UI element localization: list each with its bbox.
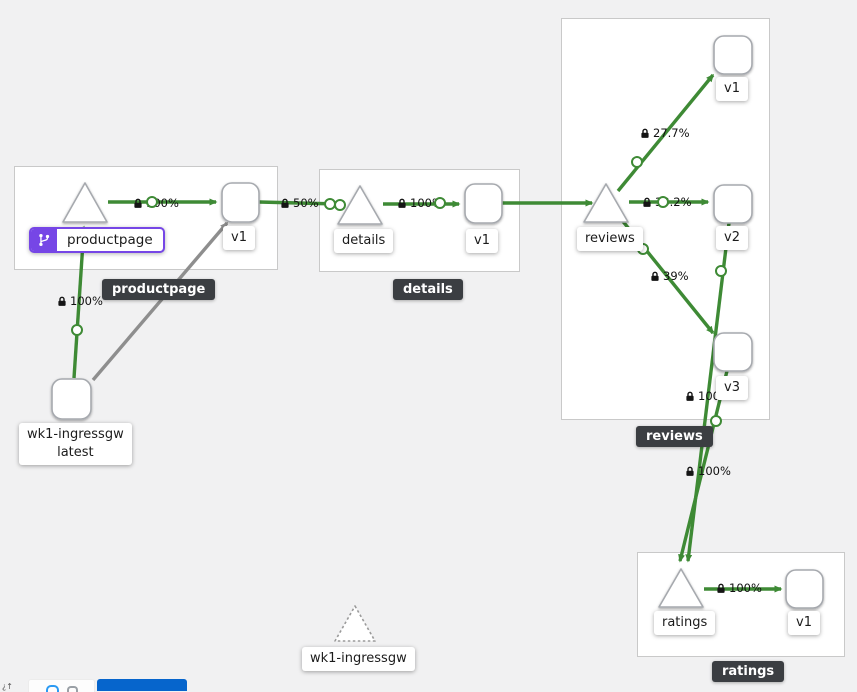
node-label-text: productpage [67, 232, 153, 248]
cut-off-corner-icon: ¿↑ [2, 682, 13, 691]
node-label-idle-gw-label[interactable]: wk1-ingressgw [302, 647, 415, 672]
app-box-badge-details[interactable]: details [393, 279, 463, 300]
service-node-ratings-service[interactable] [658, 568, 704, 608]
edge-label-lbl-pp-v1[interactable]: 100% [133, 196, 179, 210]
edge-percentage: 27.7% [653, 126, 690, 140]
mtls-lock-icon [686, 466, 694, 476]
edge-label-lbl-v2-ratings[interactable]: 100% [685, 464, 731, 478]
mtls-lock-icon [686, 391, 694, 401]
edge-percentage: 100% [146, 196, 179, 210]
edge-percentage: 100% [410, 196, 443, 210]
edge-label-lbl-details-v1[interactable]: 100% [397, 196, 443, 210]
node-label-rv-v2-label[interactable]: v2 [716, 226, 748, 251]
service-node-reviews-service[interactable] [583, 183, 629, 223]
node-label-details-label[interactable]: details [334, 229, 394, 254]
edge-percentage: 50% [293, 196, 319, 210]
edge-percentage: 33.2% [655, 195, 692, 209]
edge-label-lbl-reviews-v2[interactable]: 33.2% [642, 195, 692, 209]
workload-node-details-v1[interactable] [464, 183, 503, 224]
service-node-wk1-ingressgw-idle[interactable] [334, 605, 376, 642]
app-box-badge-ratings[interactable]: ratings [712, 661, 785, 682]
workload-node-ratings-v1[interactable] [785, 569, 824, 609]
edge-label-lbl-ppv1-details[interactable]: 50% [280, 196, 319, 210]
edge-label-lbl-ratings-v1[interactable]: 100% [716, 581, 762, 595]
node-label-ratings-label[interactable]: ratings [654, 611, 716, 636]
workload-node-productpage-v1[interactable] [221, 182, 260, 223]
node-label-rv-v3-label[interactable]: v3 [716, 376, 748, 401]
mtls-lock-icon [643, 197, 651, 207]
node-label-reviews-label[interactable]: reviews [577, 227, 643, 252]
edge-label-lbl-reviews-v1[interactable]: 27.7% [640, 126, 690, 140]
bottom-toolbar: ¿↑ [0, 676, 857, 692]
mtls-lock-icon [651, 271, 659, 281]
node-label-det-v1-label[interactable]: v1 [466, 229, 498, 254]
mtls-lock-icon [641, 128, 649, 138]
mtls-lock-icon [58, 296, 66, 306]
code-branch-icon [31, 229, 57, 251]
edge-percentage: 39% [663, 269, 689, 283]
workload-node-reviews-v3[interactable] [713, 332, 753, 372]
node-label-rt-v1-label[interactable]: v1 [788, 611, 820, 636]
workload-node-wk1-ingressgw[interactable] [51, 378, 92, 420]
workload-node-reviews-v2[interactable] [713, 184, 753, 224]
node-label-rv-v1-label[interactable]: v1 [716, 77, 748, 102]
vs-badge-productpage-vs[interactable]: productpage [29, 227, 165, 253]
graph-display-button[interactable] [28, 679, 95, 692]
edge-percentage: 100% [698, 464, 731, 478]
mtls-lock-icon [398, 198, 406, 208]
workload-node-reviews-v1[interactable] [713, 35, 753, 75]
edge-percentage: 100% [70, 294, 103, 308]
mtls-lock-icon [717, 583, 725, 593]
edge-reviews-to-v1[interactable] [616, 73, 715, 193]
app-box-badge-reviews[interactable]: reviews [636, 426, 713, 447]
mini-circle-icon [66, 686, 78, 692]
app-box-badge-productpage[interactable]: productpage [102, 279, 216, 300]
service-node-productpage-service[interactable] [62, 182, 108, 223]
service-node-details-service[interactable] [337, 185, 383, 225]
edge-ingressgw-to-pp-v1[interactable] [91, 221, 229, 382]
mtls-lock-icon [281, 198, 289, 208]
legend-button[interactable] [97, 679, 187, 691]
edge-label-lbl-reviews-v3[interactable]: 39% [650, 269, 689, 283]
edge-percentage: 100% [729, 581, 762, 595]
mini-graph-icon [45, 685, 59, 692]
edge-label-lbl-ingress-pp[interactable]: 100% [57, 294, 103, 308]
node-label-pp-v1-label[interactable]: v1 [223, 226, 255, 251]
edge-rv-v3-to-ratings[interactable] [678, 370, 729, 563]
mtls-lock-icon [134, 198, 142, 208]
